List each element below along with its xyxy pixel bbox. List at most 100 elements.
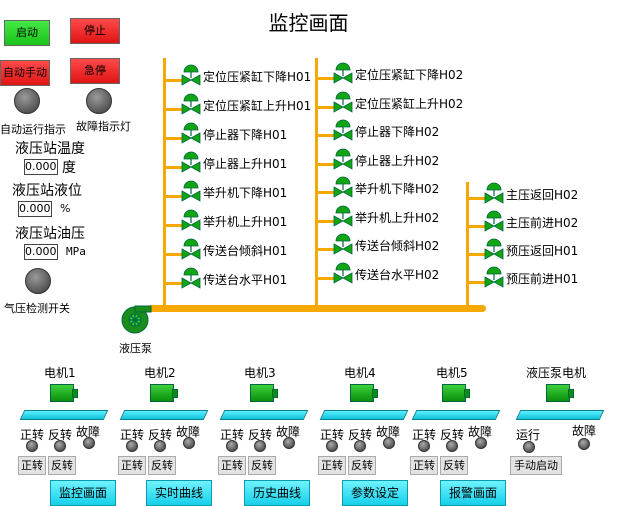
motor-rev-label: 反转 bbox=[440, 428, 465, 442]
valve-col1-branch bbox=[165, 195, 183, 198]
valve-col1-branch bbox=[165, 166, 183, 169]
valve-icon[interactable] bbox=[181, 180, 201, 202]
motor-icon bbox=[350, 384, 378, 402]
valve-icon[interactable] bbox=[181, 93, 201, 115]
valve-col2-branch bbox=[317, 105, 335, 109]
motor-forward-button[interactable]: 正转 bbox=[218, 456, 246, 475]
pump-motor-run-lamp-icon bbox=[523, 441, 535, 453]
emergency-stop-button[interactable]: 急停 bbox=[70, 58, 120, 84]
motor-conveyor bbox=[119, 410, 209, 420]
motor-conveyor bbox=[319, 410, 409, 420]
valve-icon[interactable] bbox=[333, 205, 353, 227]
motor-forward-button[interactable]: 正转 bbox=[18, 456, 46, 475]
motor-forward-button[interactable]: 正转 bbox=[318, 456, 346, 475]
valve-icon[interactable] bbox=[333, 262, 353, 284]
fault-indicator-label: 故障指示灯 bbox=[76, 120, 131, 133]
tab-monitor[interactable]: 监控画面 bbox=[50, 480, 116, 506]
auto-run-lamp-icon bbox=[14, 88, 40, 114]
motor-fwd-label: 正转 bbox=[220, 428, 245, 442]
valve-icon[interactable] bbox=[484, 210, 504, 232]
valve-col1-branch bbox=[165, 108, 183, 111]
valve-icon[interactable] bbox=[484, 266, 504, 288]
valve-col1-label: 举升机下降H01 bbox=[203, 186, 288, 200]
motor-rev-lamp-icon bbox=[354, 440, 366, 452]
motor-title: 电机1 bbox=[44, 366, 76, 380]
motor-reverse-button[interactable]: 反转 bbox=[440, 456, 468, 475]
pipe-column-3 bbox=[466, 182, 469, 308]
tab-history-curve[interactable]: 历史曲线 bbox=[244, 480, 310, 506]
motor-fault-label: 故障 bbox=[176, 425, 201, 439]
tab-realtime-curve[interactable]: 实时曲线 bbox=[146, 480, 212, 506]
motor-rev-lamp-icon bbox=[446, 440, 458, 452]
valve-col1-branch bbox=[165, 224, 183, 227]
motor-forward-button[interactable]: 正转 bbox=[410, 456, 438, 475]
pump-label: 液压泵 bbox=[119, 342, 152, 355]
valve-col3-label: 预压前进H01 bbox=[506, 272, 579, 286]
pump-motor-manual-start-button[interactable]: 手动启动 bbox=[510, 456, 562, 475]
valve-col2-branch bbox=[317, 276, 335, 280]
valve-col3-label: 预压返回H01 bbox=[506, 244, 579, 258]
valve-col1-label: 定位压紧缸下降H01 bbox=[203, 70, 312, 84]
valve-icon[interactable] bbox=[333, 176, 353, 198]
valve-icon[interactable] bbox=[333, 148, 353, 170]
valve-icon[interactable] bbox=[333, 119, 353, 141]
valve-icon[interactable] bbox=[181, 151, 201, 173]
motor-reverse-button[interactable]: 反转 bbox=[248, 456, 276, 475]
pump-motor-run-label: 运行 bbox=[516, 428, 541, 442]
valve-col2-label: 举升机下降H02 bbox=[355, 182, 440, 196]
motor-reverse-button[interactable]: 反转 bbox=[148, 456, 176, 475]
valve-col3-label: 主压前进H02 bbox=[506, 216, 579, 230]
motor-conveyor bbox=[219, 410, 309, 420]
motor-reverse-button[interactable]: 反转 bbox=[348, 456, 376, 475]
pump-motor-conveyor bbox=[515, 410, 605, 420]
motor-reverse-button[interactable]: 反转 bbox=[48, 456, 76, 475]
valve-col2-label: 定位压紧缸上升H02 bbox=[355, 96, 464, 111]
hydraulic-pressure-label: 液压站油压 bbox=[15, 226, 85, 242]
valve-icon[interactable] bbox=[181, 122, 201, 144]
valve-col2-branch bbox=[317, 77, 335, 80]
pipe-column-1 bbox=[163, 58, 166, 308]
motor-title: 电机2 bbox=[144, 366, 176, 380]
tab-alarm[interactable]: 报警画面 bbox=[440, 480, 506, 506]
valve-col2-label: 停止器下降H02 bbox=[355, 125, 440, 139]
motor-fault-lamp-icon bbox=[283, 437, 295, 449]
start-button[interactable]: 启动 bbox=[4, 20, 50, 46]
valve-col1-branch bbox=[165, 137, 183, 140]
motor-title: 电机5 bbox=[436, 366, 468, 380]
fault-lamp-icon bbox=[86, 88, 112, 114]
valve-icon[interactable] bbox=[181, 209, 201, 231]
motor-fault-label: 故障 bbox=[276, 425, 301, 439]
pipe-column-2 bbox=[315, 58, 318, 308]
valve-col1-label: 定位压紧缸上升H01 bbox=[203, 99, 312, 113]
pump-icon bbox=[121, 305, 152, 334]
hydraulic-level-value: 0.000 bbox=[18, 201, 52, 217]
pipe-main bbox=[148, 305, 486, 312]
valve-col1-branch bbox=[165, 282, 183, 285]
motor-fwd-lamp-icon bbox=[326, 440, 338, 452]
motor-fault-lamp-icon bbox=[183, 437, 195, 449]
motor-rev-label: 反转 bbox=[348, 428, 373, 442]
motor-icon bbox=[50, 384, 78, 402]
valve-icon[interactable] bbox=[333, 233, 353, 255]
valve-col2-label: 传送台水平H02 bbox=[355, 267, 440, 282]
stop-button[interactable]: 停止 bbox=[70, 18, 120, 44]
valve-icon[interactable] bbox=[181, 238, 201, 260]
pump-motor-fault-lamp-icon bbox=[578, 438, 590, 450]
motor-fault-lamp-icon bbox=[475, 437, 487, 449]
valve-icon[interactable] bbox=[181, 64, 201, 86]
valve-icon[interactable] bbox=[333, 62, 353, 84]
motor-rev-label: 反转 bbox=[48, 428, 73, 442]
hydraulic-level-label: 液压站液位 bbox=[12, 183, 82, 199]
tab-parameter-settings[interactable]: 参数设定 bbox=[342, 480, 408, 506]
motor-fault-label: 故障 bbox=[76, 425, 101, 439]
valve-col3-branch bbox=[468, 225, 486, 228]
hydraulic-temp-unit: 度 bbox=[62, 160, 76, 176]
motor-forward-button[interactable]: 正转 bbox=[118, 456, 146, 475]
valve-icon[interactable] bbox=[484, 182, 504, 204]
motor-fault-lamp-icon bbox=[83, 437, 95, 449]
motor-fault-label: 故障 bbox=[376, 425, 401, 439]
valve-icon[interactable] bbox=[484, 238, 504, 260]
auto-manual-button[interactable]: 自动手动 bbox=[0, 60, 50, 86]
valve-icon[interactable] bbox=[333, 91, 353, 113]
valve-icon[interactable] bbox=[181, 267, 201, 289]
